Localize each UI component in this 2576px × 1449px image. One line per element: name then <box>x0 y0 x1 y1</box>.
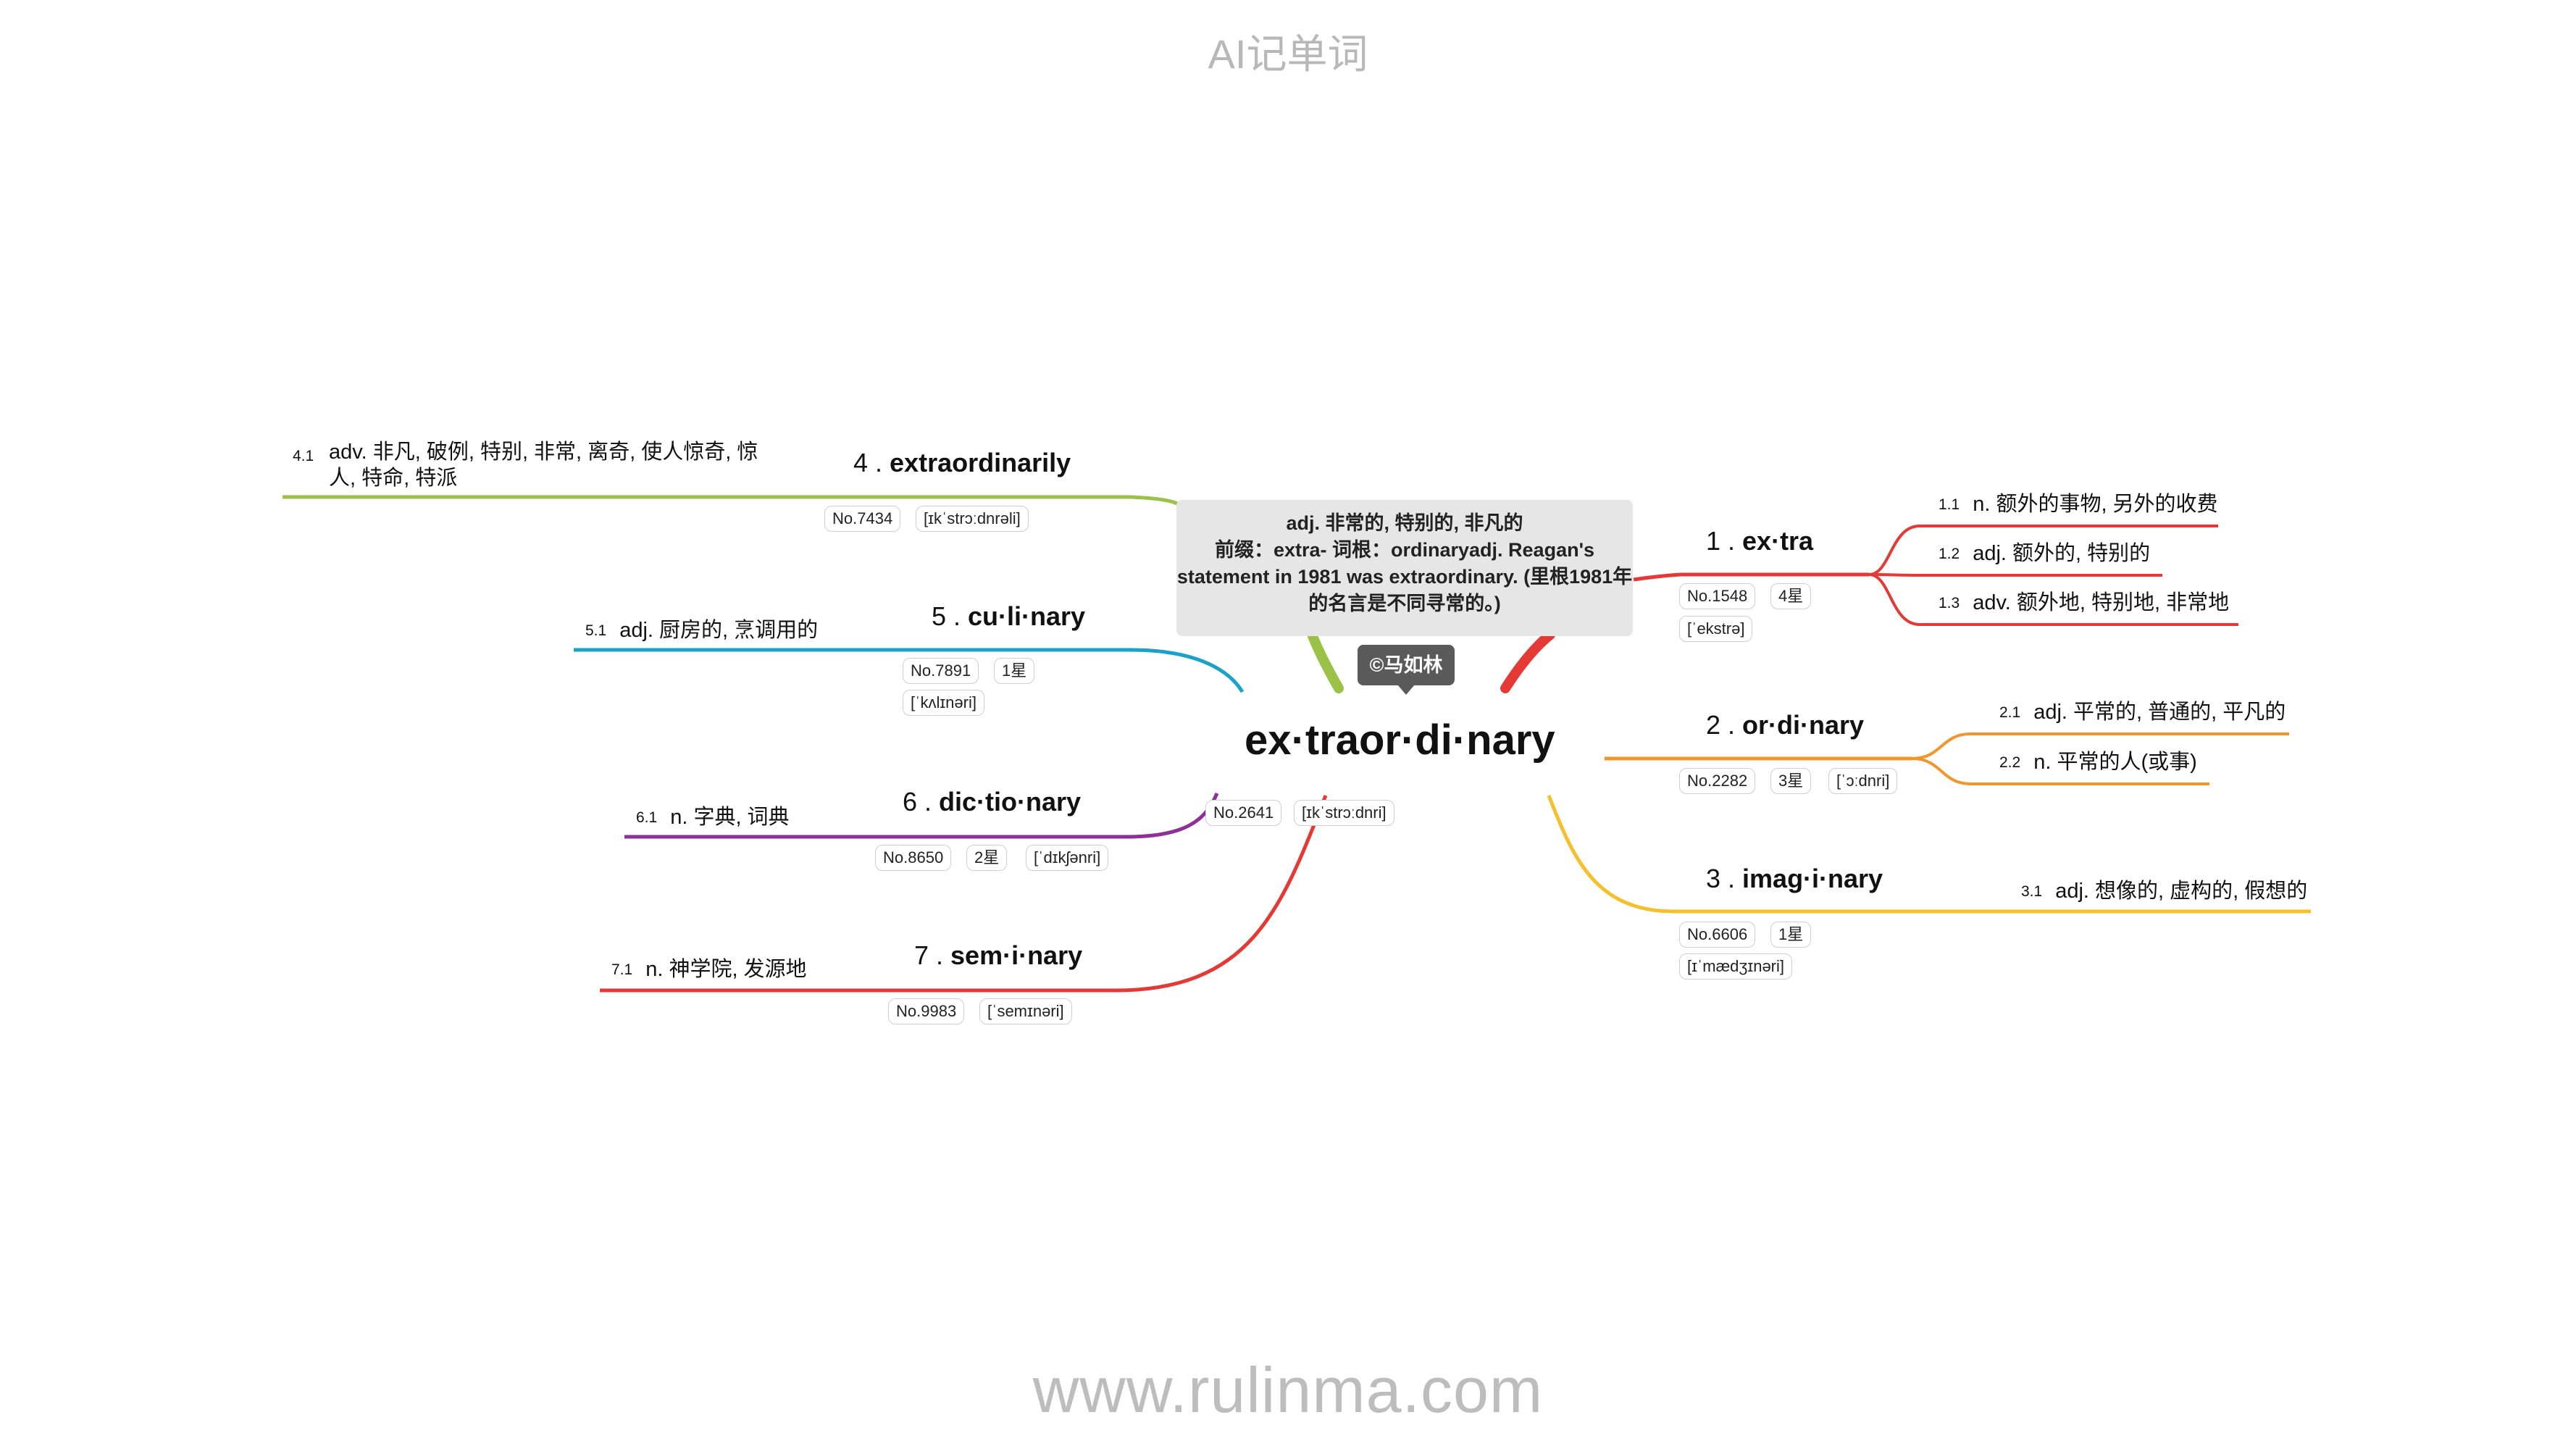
connector-1-1 <box>1868 525 2218 576</box>
connector-4 <box>283 495 1179 506</box>
copyright-tag: ©马如林 <box>1358 645 1455 695</box>
branch-6-stars-badge: 2星 <box>966 845 1008 871</box>
branch-6-no-badge: No.8650 <box>875 845 952 871</box>
central-note-card: adj. 非常的, 特别的, 非凡的 前缀：extra- 词根：ordinary… <box>1176 500 1633 636</box>
branch-5-word[interactable]: 5 .cu·li·nary <box>932 601 1086 631</box>
connector-7 <box>600 795 1328 993</box>
branch-5-stars-badge: 1星 <box>994 658 1035 684</box>
branch-1-no-badge: No.1548 <box>1679 583 1756 609</box>
branch-5-no-badge: No.7891 <box>903 658 979 684</box>
branch-7-no-badge: No.9983 <box>888 998 965 1024</box>
branch-2-stars-badge: 3星 <box>1770 768 1812 794</box>
branch-4-word[interactable]: 4 .extraordinarily <box>853 448 1071 477</box>
app-header-title: AI记单词 <box>1208 31 1368 77</box>
note-line-2: 前缀：extra- 词根：ordinaryadj. Reagan's state… <box>1176 539 1633 614</box>
branch-2-word[interactable]: 2 .or·di·nary <box>1706 710 1865 740</box>
note-line-1: adj. 非常的, 特别的, 非凡的 <box>1286 512 1523 534</box>
branch-6-phonetic-badge: [ˈdɪkʃənri] <box>1026 845 1109 871</box>
branch-1-phonetic-badge: [ˈekstrə] <box>1679 616 1753 642</box>
branch-6-word[interactable]: 6 .dic·tio·nary <box>903 787 1082 817</box>
branch-2-no-badge: No.2282 <box>1679 768 1756 794</box>
central-no-badge: No.2641 <box>1205 800 1282 826</box>
connector-3 <box>1547 795 2311 914</box>
connector-2-1 <box>1912 732 2289 760</box>
branch-2-phonetic-badge: [ˈɔːdnri] <box>1828 768 1898 794</box>
branch-4-phonetic-badge: [ɪkˈstrɔːdnrəli] <box>916 506 1029 532</box>
central-word[interactable]: ex·traor·di·nary <box>1245 717 1555 764</box>
central-phonetic-badge: [ɪkˈstrɔːdnri] <box>1294 800 1394 826</box>
branch-7-phonetic-badge: [ˈsemɪnəri] <box>979 998 1072 1024</box>
branch-3-phonetic-badge: [ɪˈmædʒɪnəri] <box>1679 953 1793 980</box>
branch-1-stars-badge: 4星 <box>1770 583 1812 609</box>
connector-1 <box>1633 572 1681 582</box>
connector-5 <box>574 648 1245 693</box>
connector-central-extraordinarily <box>1308 631 1344 693</box>
branch-3-stars-badge: 1星 <box>1770 922 1812 948</box>
connector-1-3 <box>1868 573 2238 626</box>
branch-5-phonetic-badge: [ˈkʌlɪnəri] <box>903 690 984 716</box>
branch-3-no-badge: No.6606 <box>1679 922 1756 948</box>
connector-central-extra <box>1500 630 1555 693</box>
branch-3-word[interactable]: 3 .imag·i·nary <box>1706 864 1883 893</box>
footer-watermark: www.rulinma.com <box>1032 1354 1544 1426</box>
branch-1-word[interactable]: 1 .ex·tra <box>1706 526 1814 556</box>
branch-7-word[interactable]: 7 .sem·i·nary <box>914 940 1083 970</box>
branch-4-no-badge: No.7434 <box>824 506 901 532</box>
connector-2-2 <box>1912 757 2209 785</box>
